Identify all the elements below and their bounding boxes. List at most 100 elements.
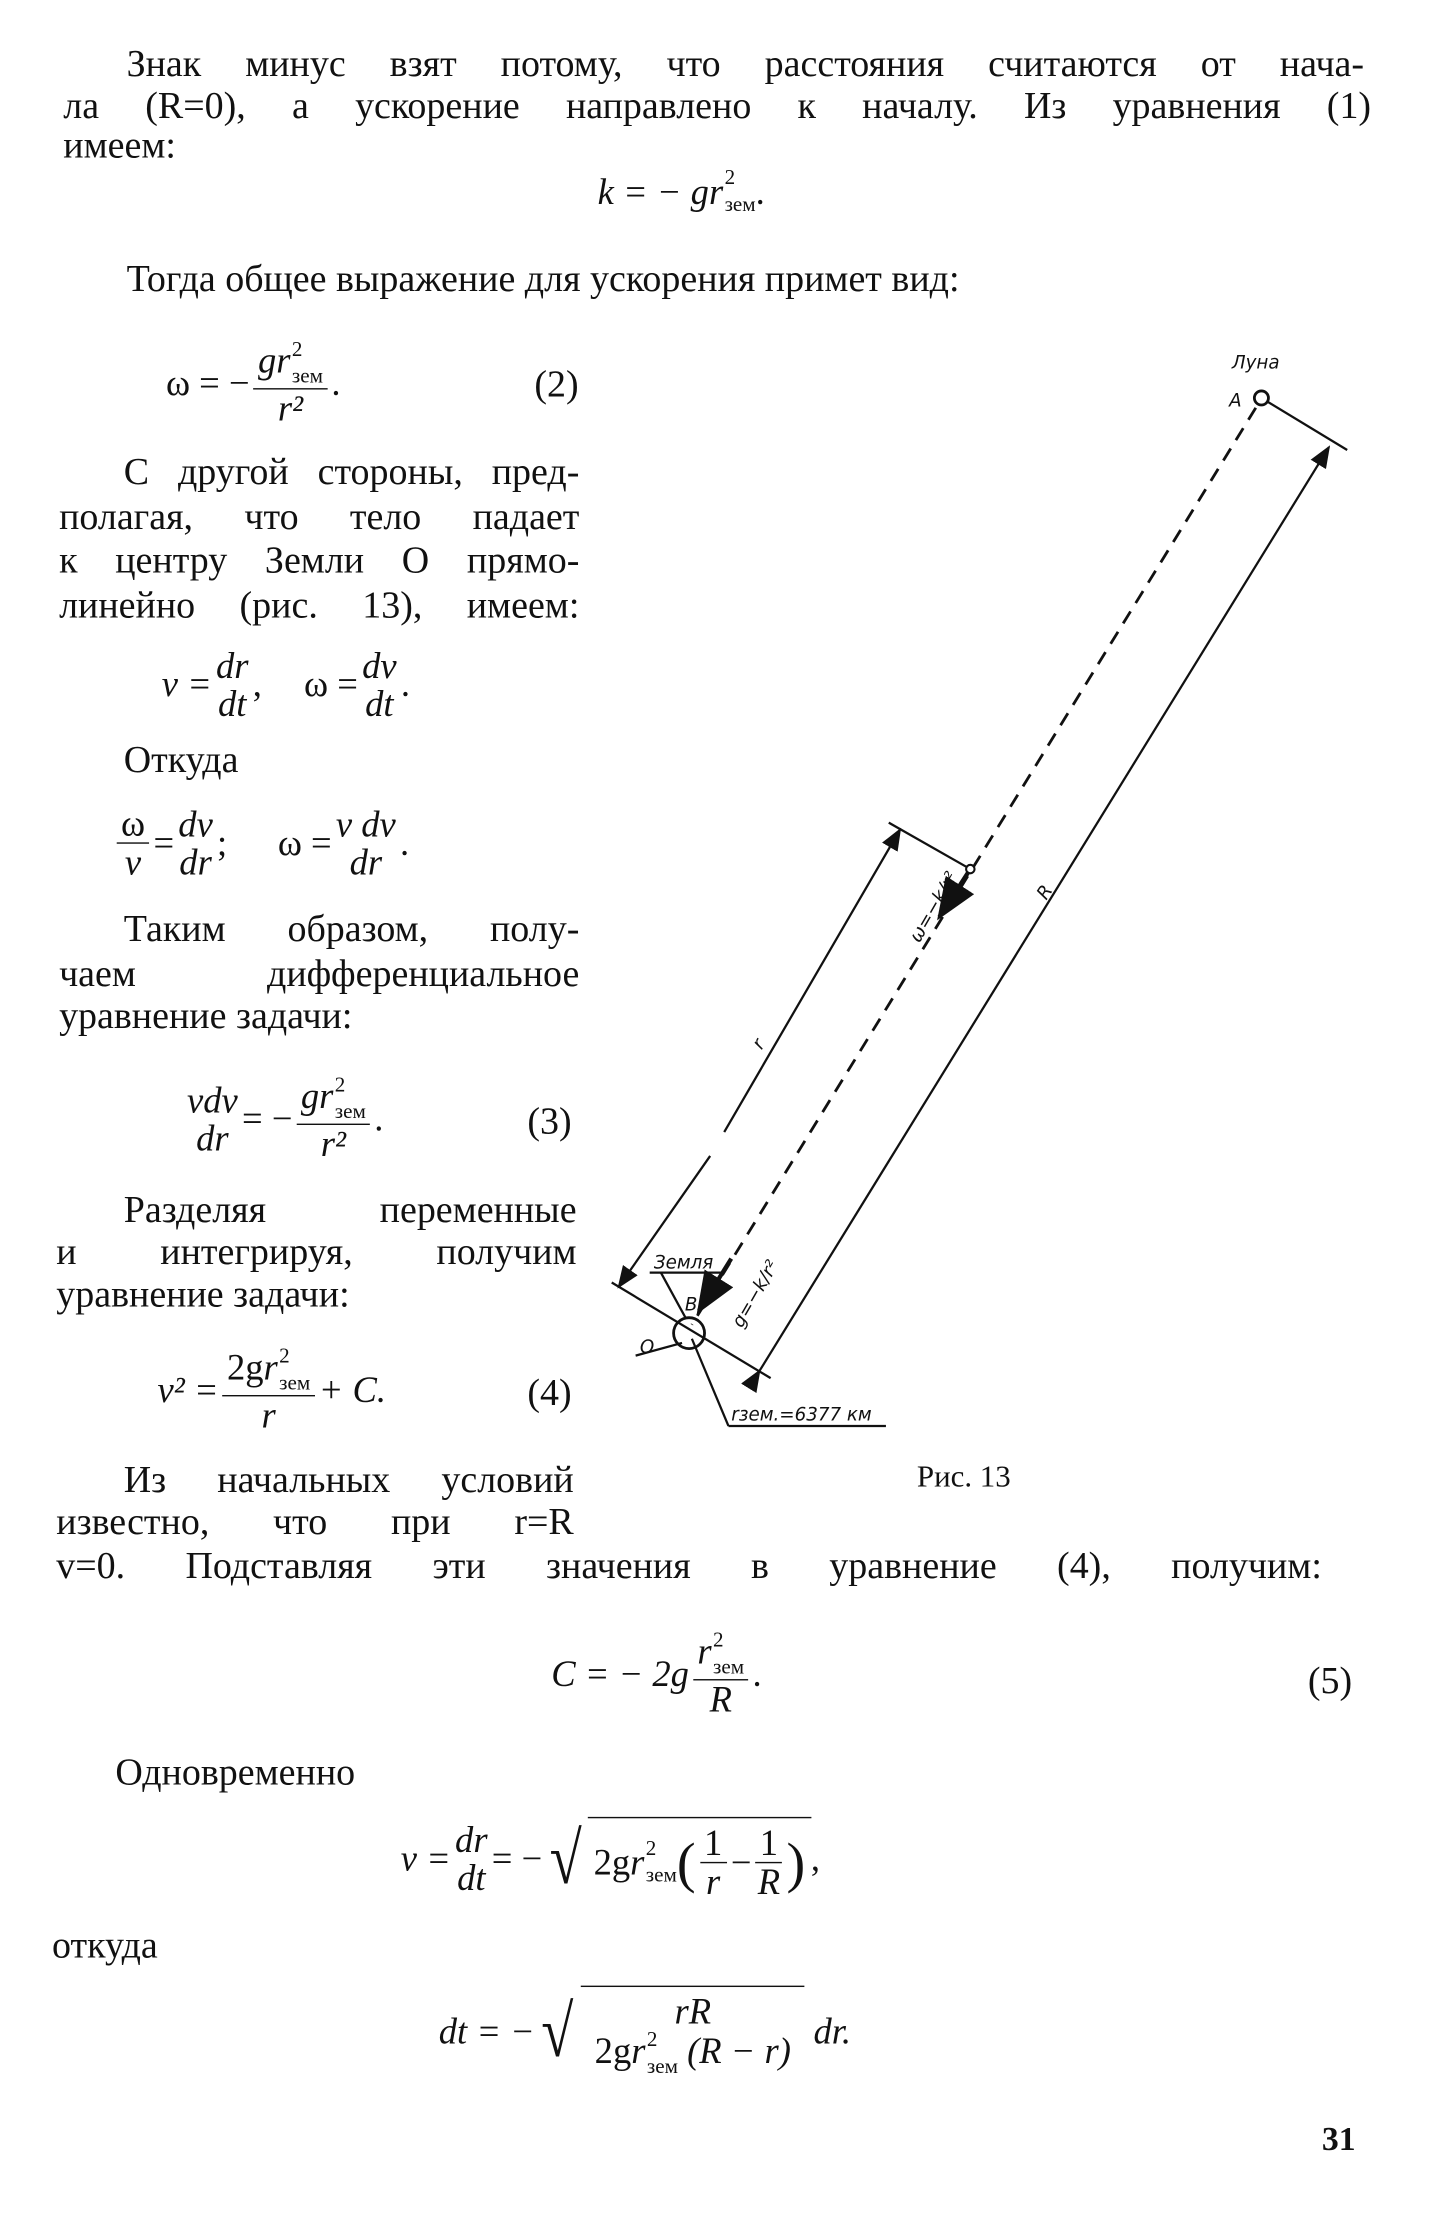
eq-part: C = − 2g [551, 1653, 689, 1695]
eq-sub: зем [334, 1101, 366, 1124]
eq-part: 1 [699, 1823, 727, 1864]
equation-number: (5) [1307, 1659, 1353, 1702]
point-O-label: O [640, 1337, 654, 1358]
text-line: С другой стороны, пред- [123, 450, 580, 493]
text-line: к центру Земли O прямо- [59, 538, 580, 581]
eq-part: . [400, 822, 410, 864]
eq-part: = − [491, 1838, 543, 1880]
r-label: r [748, 1034, 771, 1053]
eq-part: vdv [187, 1079, 238, 1121]
eq-part: ω = [304, 664, 358, 705]
eq-part: r [706, 1862, 721, 1904]
eq-part: r [631, 2030, 646, 2072]
eq-part: , [810, 1838, 821, 1880]
text-line: ла (R=0), а ускорение направлено к начал… [63, 84, 1372, 127]
eq-part: 2g [593, 1841, 631, 1883]
eq-part: r² [277, 388, 304, 429]
moon-label: Луна [1231, 352, 1280, 373]
radical-sign: √ [541, 1992, 574, 2073]
R-dimension-line [741, 445, 1331, 1394]
equation-number: (3) [527, 1099, 572, 1142]
text-line: откуда [52, 1923, 158, 1966]
eq-part: 2g [594, 2030, 632, 2072]
eq-part: g [300, 1075, 320, 1117]
eq-part: . [400, 664, 410, 705]
text-line: Таким образом, полу- [123, 907, 580, 950]
text-line: уравнение задачи: [59, 994, 353, 1037]
eq-part: = [153, 822, 175, 864]
eq-part: ; [217, 822, 228, 864]
eq-part: dr [215, 645, 249, 687]
eq-part: v dv [335, 803, 396, 845]
eq-sup: 2 [713, 1629, 724, 1653]
r-dimension-line-lower [617, 1155, 712, 1289]
text-line: v=0. Подставляя эти значения в уравнение… [56, 1544, 1322, 1587]
eq-part: dr [179, 842, 212, 883]
eq-sup: 2 [645, 1837, 657, 1861]
eq-part: r [630, 1841, 645, 1883]
equation-number: (2) [534, 362, 579, 405]
eq-part: r [708, 171, 724, 213]
eq-part: . [374, 1098, 384, 1140]
eq-part: v = [161, 664, 212, 705]
eq-part: ω = − [165, 363, 250, 404]
body-tick-line [888, 821, 971, 871]
moon-tick-line [1260, 397, 1348, 451]
text-line: и интегрируя, получим [56, 1230, 577, 1273]
eq-part: dv [362, 645, 397, 687]
page-number: 31 [1321, 2122, 1356, 2159]
eq-sub: зем [645, 1864, 677, 1887]
g-label: g=−k/r² [728, 1256, 783, 1331]
eq-part: + C. [318, 1369, 386, 1411]
eq-part: R [709, 1679, 732, 1720]
eq-sub: зем [291, 365, 323, 389]
eq-part: dr [455, 1819, 488, 1861]
eq-part: r [276, 340, 291, 382]
body-point [965, 863, 976, 875]
eq-part: v [124, 842, 142, 884]
text-line: Разделяя переменные [123, 1188, 577, 1231]
eq-part: 1 [755, 1823, 783, 1864]
text-line: чаем дифференциальное [59, 952, 580, 995]
eq-part: . [752, 1653, 762, 1695]
text-line: Знак минус взят потому, что расстояния с… [126, 42, 1365, 85]
eq-part: v² = [157, 1369, 219, 1411]
eq-part: dt = − [438, 2011, 535, 2052]
eq-part: 2g [226, 1347, 264, 1388]
eq-part: r² [320, 1123, 346, 1165]
point-B-label: B [685, 1295, 698, 1316]
radical-sign: √ [549, 1819, 582, 1900]
eq-part: ω = [277, 822, 332, 864]
eq-part: r [319, 1075, 334, 1117]
eq-part: R [757, 1862, 781, 1904]
text-line: Откуда [123, 738, 239, 781]
eq-part: . [331, 363, 341, 404]
eq-sup: 2 [646, 2029, 658, 2053]
omega-arrow [937, 867, 975, 921]
text-line: линейно (рис. 13), имеем: [59, 583, 580, 626]
earth-radius-label: rзем.=6377 км [731, 1404, 872, 1425]
eq-part: r [263, 1347, 278, 1388]
eq-part: (R − r) [687, 2030, 791, 2072]
r-dimension-line-upper [723, 827, 902, 1133]
text-line: Одновременно [115, 1750, 356, 1793]
text-line: Тогда общее выражение для ускорения прим… [126, 257, 960, 300]
eq-part: r [261, 1395, 276, 1436]
eq-part: = − [242, 1098, 293, 1140]
O-leader [635, 1341, 683, 1357]
eq-sup: 2 [279, 1345, 290, 1369]
eq-sub: зем [713, 1656, 745, 1680]
eq-part: k = − g [597, 171, 709, 213]
equation-number: (4) [527, 1371, 572, 1414]
eq-part: , [252, 664, 262, 705]
eq-part: v = [400, 1838, 451, 1880]
eq-part: dr. [813, 2011, 852, 2052]
r-earth-leader [690, 1338, 730, 1427]
earth-tick-line [611, 1281, 772, 1380]
